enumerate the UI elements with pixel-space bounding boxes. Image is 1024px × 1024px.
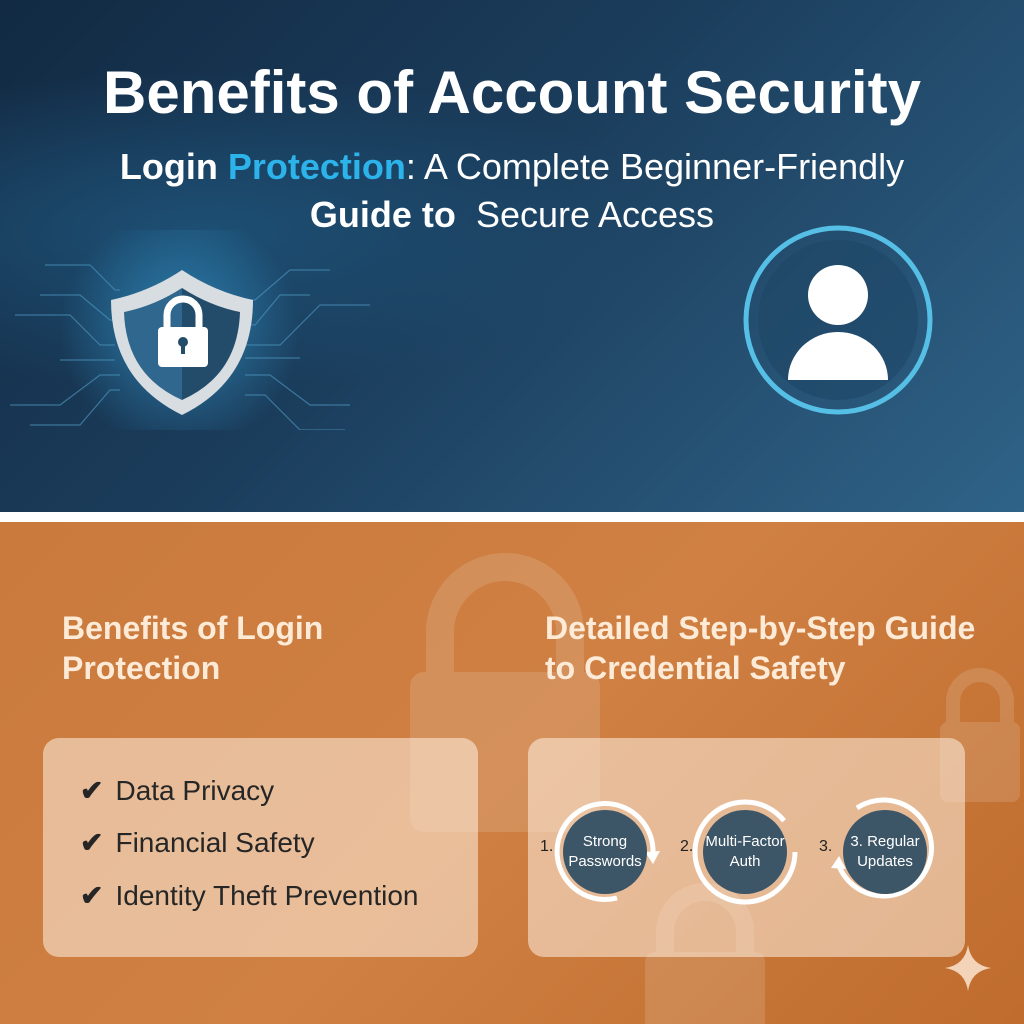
check-icon: ✔ [80,775,104,806]
benefit-item: ✔Identity Theft Prevention [80,880,419,911]
step-number: 2. [680,838,694,855]
shield-lock-icon [10,230,370,430]
cycle-arrow-icon [831,797,935,899]
subtitle-line2: Guide to Secure Access [309,194,715,235]
header-banner: Benefits of Account Security Login Prote… [0,0,1024,512]
benefit-item: ✔Financial Safety [80,827,315,858]
subtitle-line1: Login Protection: A Complete Beginner-Fr… [119,146,905,187]
step-regular-updates: 3. Regular Updates [827,794,943,910]
user-avatar-icon [743,225,933,415]
step-number: 1. [540,838,554,855]
cycle-arrow-icon [554,801,660,903]
page-title: Benefits of Account Security [103,59,921,126]
check-icon: ✔ [80,827,104,858]
sparkle-icon [945,945,991,991]
benefits-card [43,738,478,957]
step-multi-factor-auth: Multi-Factor Auth [687,794,803,910]
step-number: 3. [819,838,833,855]
cycle-ring-icon [692,799,798,905]
step-strong-passwords: Strong Passwords [547,794,663,910]
check-icon: ✔ [80,880,104,911]
benefit-item: ✔Data Privacy [80,775,275,806]
